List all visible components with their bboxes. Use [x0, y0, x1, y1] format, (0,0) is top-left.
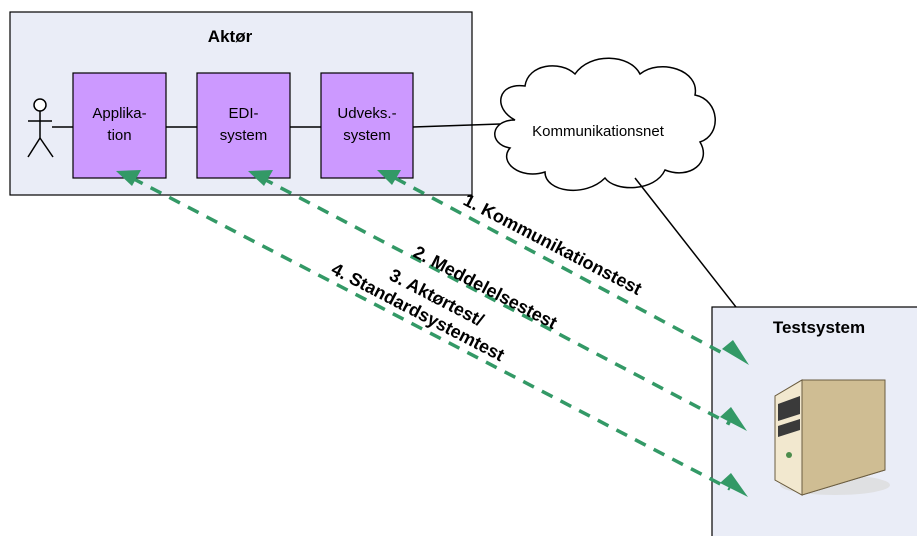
exchange-to-network-line — [412, 123, 501, 128]
communication-network-cloud: Kommunikationsnet — [494, 57, 716, 192]
communication-test-arrow — [377, 170, 749, 365]
actor-region-title: Aktør — [208, 27, 253, 46]
edi-system-label-line1: EDI- — [229, 105, 259, 122]
exchange-system-label-line1: Udveks.- — [337, 105, 396, 122]
edi-system-label-line2: system — [220, 127, 268, 144]
message-test-arrow — [248, 170, 747, 431]
actor-icon — [27, 98, 54, 158]
exchange-system-component: Udveks.- system — [320, 72, 414, 179]
application-component: Applika- tion — [72, 72, 167, 179]
application-label-line2: tion — [107, 127, 131, 144]
edi-system-component: EDI- system — [196, 72, 291, 179]
server-icon — [774, 379, 890, 496]
testsystem-region-title: Testsystem — [773, 318, 865, 337]
communication-network-label: Kommunikationsnet — [532, 123, 665, 140]
application-label-line1: Applika- — [92, 105, 146, 122]
exchange-system-label-line2: system — [343, 127, 391, 144]
actor-standard-test-arrow — [116, 170, 748, 497]
